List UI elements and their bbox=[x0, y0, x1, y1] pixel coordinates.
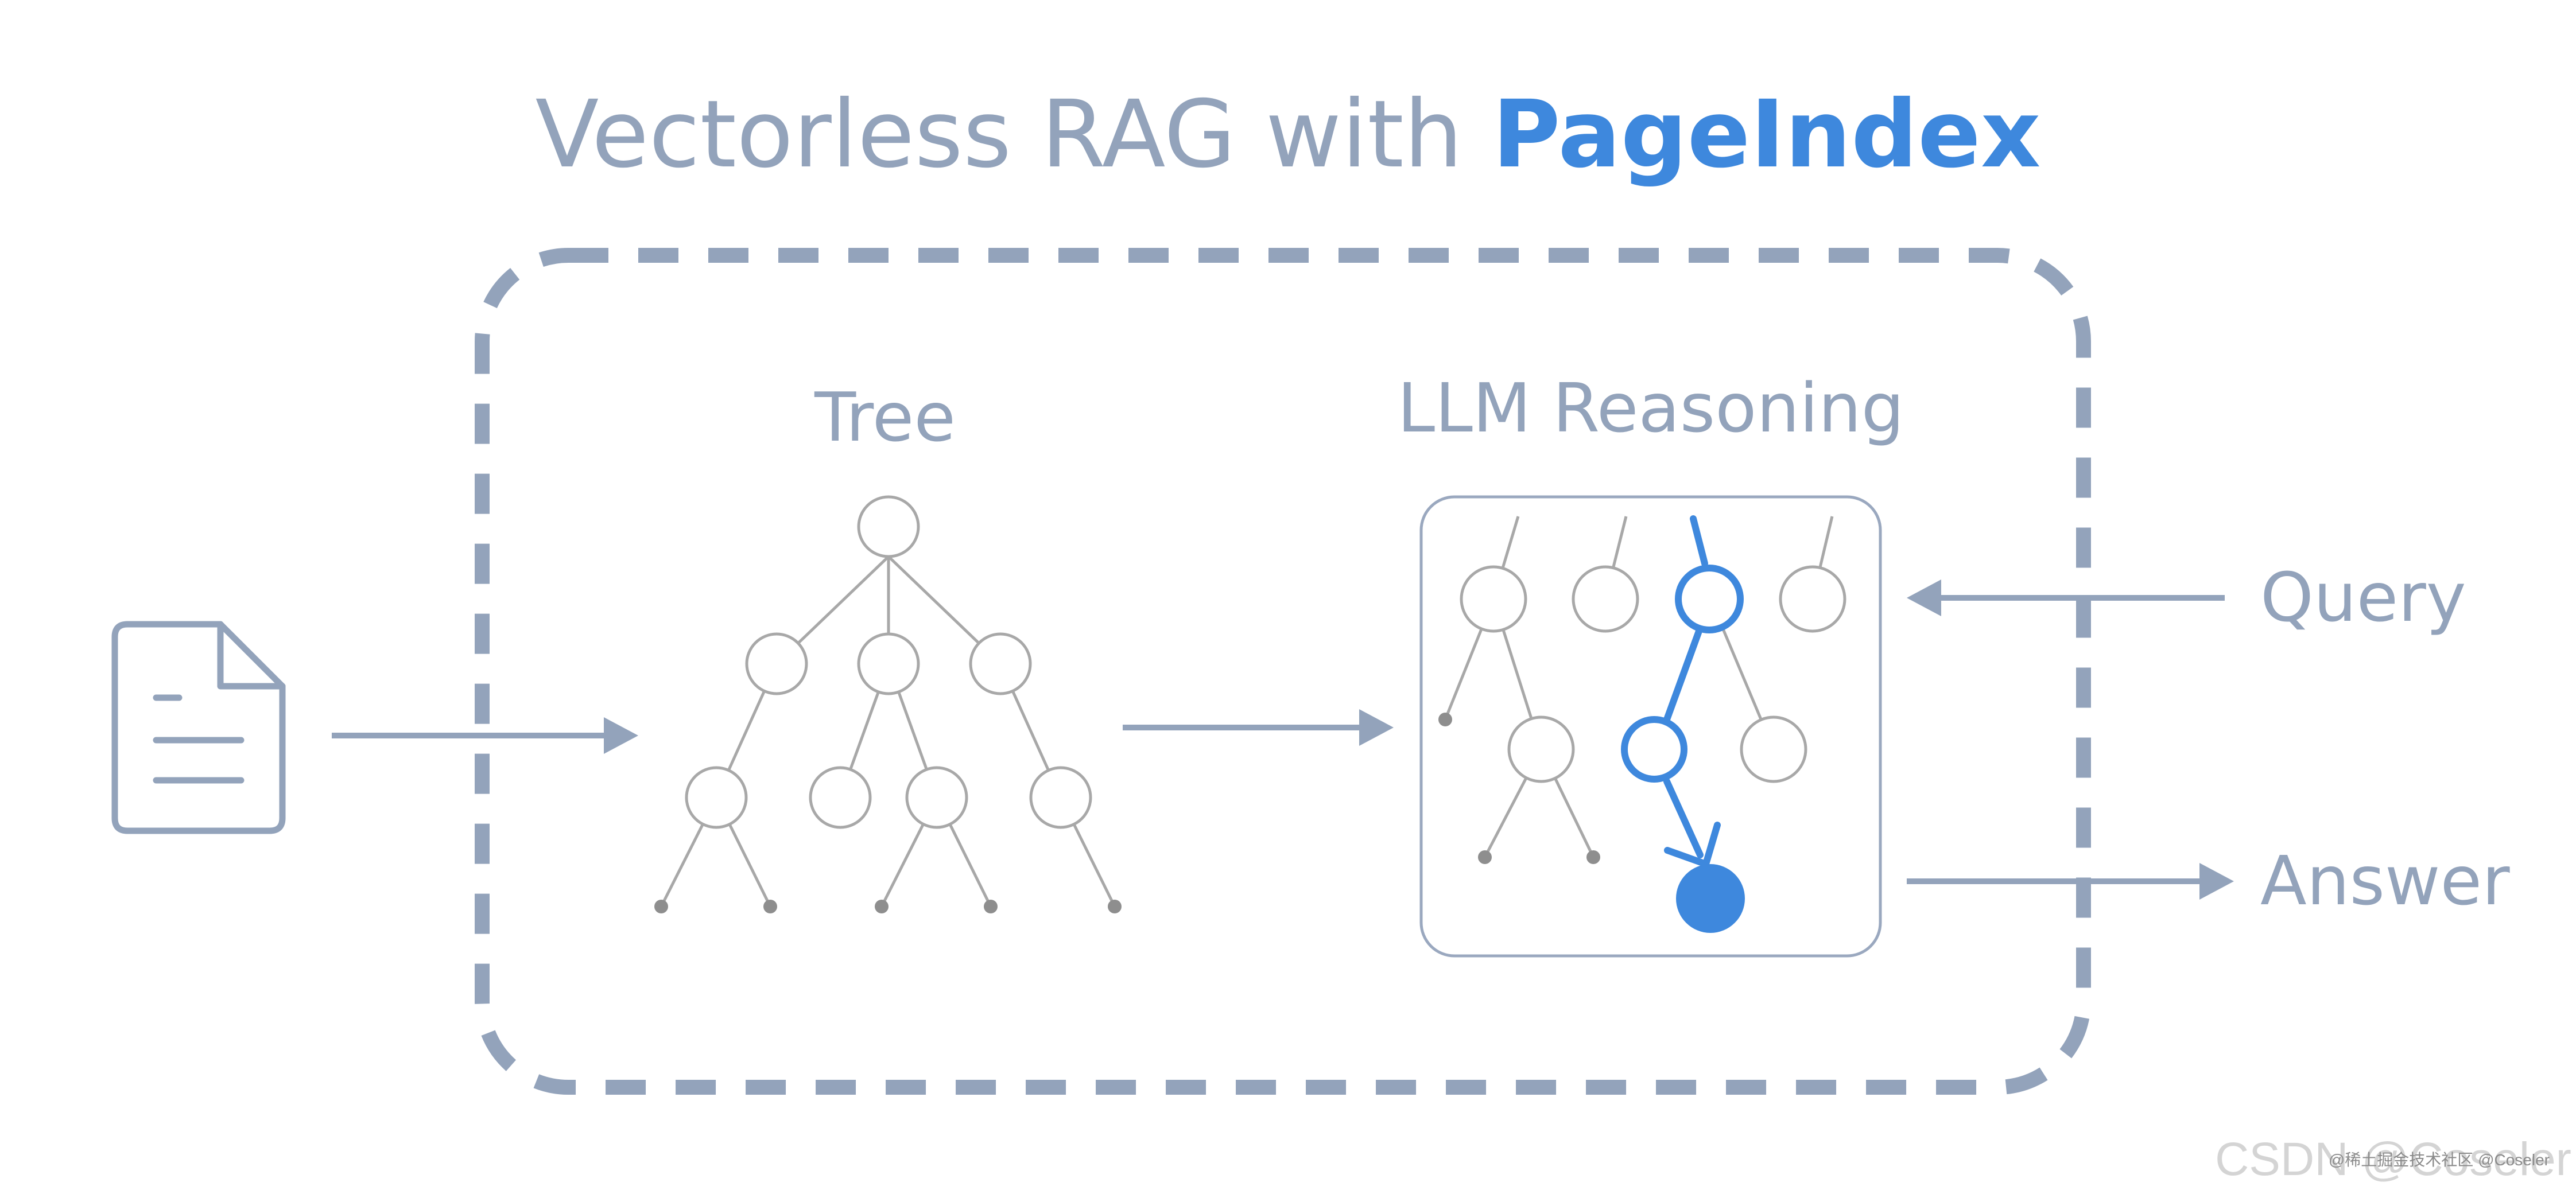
reasoning-target-node bbox=[1676, 864, 1745, 933]
reasoning-node bbox=[1460, 565, 1527, 633]
reasoning-leaf bbox=[1438, 713, 1452, 726]
arrow-reasoning-to-answer bbox=[1907, 863, 2234, 900]
pageindex-boundary bbox=[475, 248, 2091, 1095]
reasoning-leaf bbox=[1478, 850, 1492, 864]
reasoning-node bbox=[1740, 715, 1807, 783]
tree-leaf bbox=[875, 900, 889, 913]
tree-node bbox=[685, 766, 748, 829]
reasoning-node bbox=[1572, 565, 1639, 633]
query-label: Query bbox=[2260, 558, 2466, 637]
tree-diagram bbox=[654, 495, 1122, 913]
tree-leaf bbox=[1108, 900, 1122, 913]
diagram-title: Vectorless RAG with PageIndex bbox=[536, 81, 2041, 189]
tree-node bbox=[809, 766, 872, 829]
tree-label: Tree bbox=[814, 378, 956, 457]
reasoning-path-node bbox=[1621, 716, 1687, 783]
tree-node bbox=[745, 632, 808, 695]
tree-node bbox=[969, 632, 1032, 695]
document-icon bbox=[111, 621, 286, 834]
arrow-tree-to-reasoning bbox=[1123, 709, 1394, 746]
tree-leaf bbox=[984, 900, 998, 913]
llm-reasoning-box bbox=[1419, 495, 1882, 958]
arrow-document-to-tree bbox=[332, 717, 638, 754]
reasoning-path bbox=[1663, 515, 1721, 868]
tree-node bbox=[1029, 766, 1092, 829]
tree-leaf bbox=[654, 900, 668, 913]
reasoning-node bbox=[1507, 715, 1575, 783]
tree-node bbox=[905, 766, 968, 829]
arrow-query-to-reasoning bbox=[1907, 579, 2225, 616]
reasoning-path-node bbox=[1675, 565, 1744, 633]
llm-reasoning-label: LLM Reasoning bbox=[1397, 368, 1904, 448]
reasoning-tree bbox=[1438, 515, 1846, 933]
tree-node bbox=[857, 495, 920, 558]
reasoning-node bbox=[1779, 565, 1846, 633]
tree-leaf bbox=[763, 900, 777, 913]
title-prefix: Vectorless RAG with bbox=[536, 81, 1492, 189]
reasoning-leaf bbox=[1586, 850, 1600, 864]
tree-node bbox=[857, 632, 920, 695]
watermark: CSDN @Coseler bbox=[2215, 1133, 2571, 1185]
answer-label: Answer bbox=[2260, 841, 2510, 920]
watermark-small: @稀土掘金技术社区 @Coseler bbox=[2328, 1151, 2550, 1169]
title-highlight: PageIndex bbox=[1492, 81, 2040, 189]
